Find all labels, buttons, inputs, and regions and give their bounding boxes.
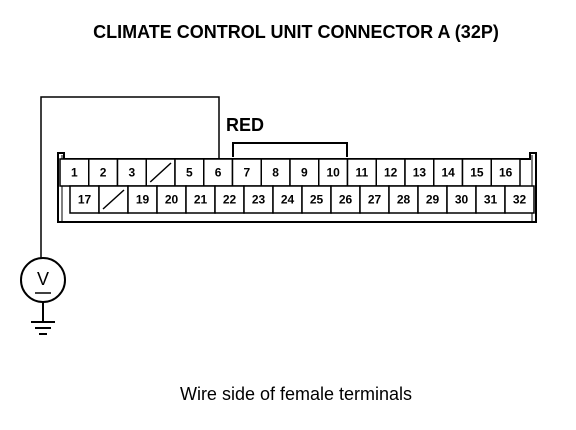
unused-cavity-slash — [102, 189, 125, 210]
pin-number-label: 5 — [186, 166, 193, 180]
connector-pin-9: 9 — [289, 158, 320, 187]
connector-pin-19: 19 — [127, 185, 158, 214]
connector-pin-22: 22 — [214, 185, 245, 214]
pin-number-label: 8 — [272, 166, 279, 180]
connector-pin-25: 25 — [301, 185, 332, 214]
connector-pin-11: 11 — [346, 158, 377, 187]
connector-pin-5: 5 — [174, 158, 205, 187]
connector-pin-15: 15 — [461, 158, 492, 187]
pin-number-label: 20 — [165, 193, 179, 207]
pin-number-label: 16 — [499, 166, 513, 180]
connector-pin-28: 28 — [388, 185, 419, 214]
connector-pin-24: 24 — [272, 185, 303, 214]
connector-pin-26: 26 — [330, 185, 361, 214]
wire-color-label: RED — [226, 115, 264, 135]
pin-number-label: 10 — [326, 166, 340, 180]
pin-number-label: 7 — [244, 166, 251, 180]
connector-pin-20: 20 — [156, 185, 187, 214]
pin-number-label: 24 — [281, 193, 295, 207]
connector-pin-16: 16 — [490, 158, 521, 187]
pin-number-label: 21 — [194, 193, 208, 207]
voltmeter-symbol: V — [37, 269, 49, 289]
connector-pin-8: 8 — [260, 158, 291, 187]
pin-number-label: 14 — [441, 166, 455, 180]
color-bracket — [232, 142, 348, 157]
connector-pin-17: 17 — [69, 185, 100, 214]
pin-number-label: 1 — [71, 166, 78, 180]
connector-pin-27: 27 — [359, 185, 390, 214]
connector-pin-29: 29 — [417, 185, 448, 214]
probe-wire — [40, 96, 220, 258]
connector-pin-3: 3 — [116, 158, 147, 187]
ground-icon — [31, 302, 55, 335]
connector-pin-18 — [98, 185, 129, 214]
connector-pin-7: 7 — [231, 158, 262, 187]
pin-number-label: 26 — [339, 193, 353, 207]
pin-number-label: 29 — [426, 193, 440, 207]
pin-number-label: 12 — [384, 166, 398, 180]
diagram-caption: Wire side of female terminals — [180, 384, 412, 404]
connector-pin-1: 1 — [59, 158, 90, 187]
connector-pin-14: 14 — [433, 158, 464, 187]
connector-pin-13: 13 — [404, 158, 435, 187]
pin-number-label: 22 — [223, 193, 237, 207]
pin-number-label: 13 — [413, 166, 427, 180]
pin-number-label: 32 — [513, 193, 527, 207]
connector-pin-32: 32 — [504, 185, 535, 214]
pin-number-label: 28 — [397, 193, 411, 207]
pin-number-label: 17 — [78, 193, 92, 207]
pin-number-label: 9 — [301, 166, 308, 180]
connector-pin-2: 2 — [88, 158, 119, 187]
pin-number-label: 6 — [215, 166, 222, 180]
pin-number-label: 31 — [484, 193, 498, 207]
pin-number-label: 15 — [470, 166, 484, 180]
pin-number-label: 30 — [455, 193, 469, 207]
connector-pin-31: 31 — [475, 185, 506, 214]
connector-pin-10: 10 — [318, 158, 349, 187]
pin-number-label: 11 — [356, 166, 369, 180]
connector-pin-12: 12 — [375, 158, 406, 187]
pin-number-label: 2 — [100, 166, 107, 180]
voltmeter: V — [20, 257, 66, 303]
pin-number-label: 19 — [136, 193, 150, 207]
unused-cavity-slash — [149, 162, 172, 183]
diagram-title: CLIMATE CONTROL UNIT CONNECTOR A (32P) — [93, 22, 499, 42]
pin-number-label: 23 — [252, 193, 266, 207]
connector-pin-21: 21 — [185, 185, 216, 214]
connector-pin-6: 6 — [203, 158, 234, 187]
connector-pin-4 — [145, 158, 176, 187]
pin-number-label: 25 — [310, 193, 324, 207]
pin-number-label: 3 — [129, 166, 136, 180]
connector-pin-23: 23 — [243, 185, 274, 214]
connector-pin-30: 30 — [446, 185, 477, 214]
pin-number-label: 27 — [368, 193, 382, 207]
